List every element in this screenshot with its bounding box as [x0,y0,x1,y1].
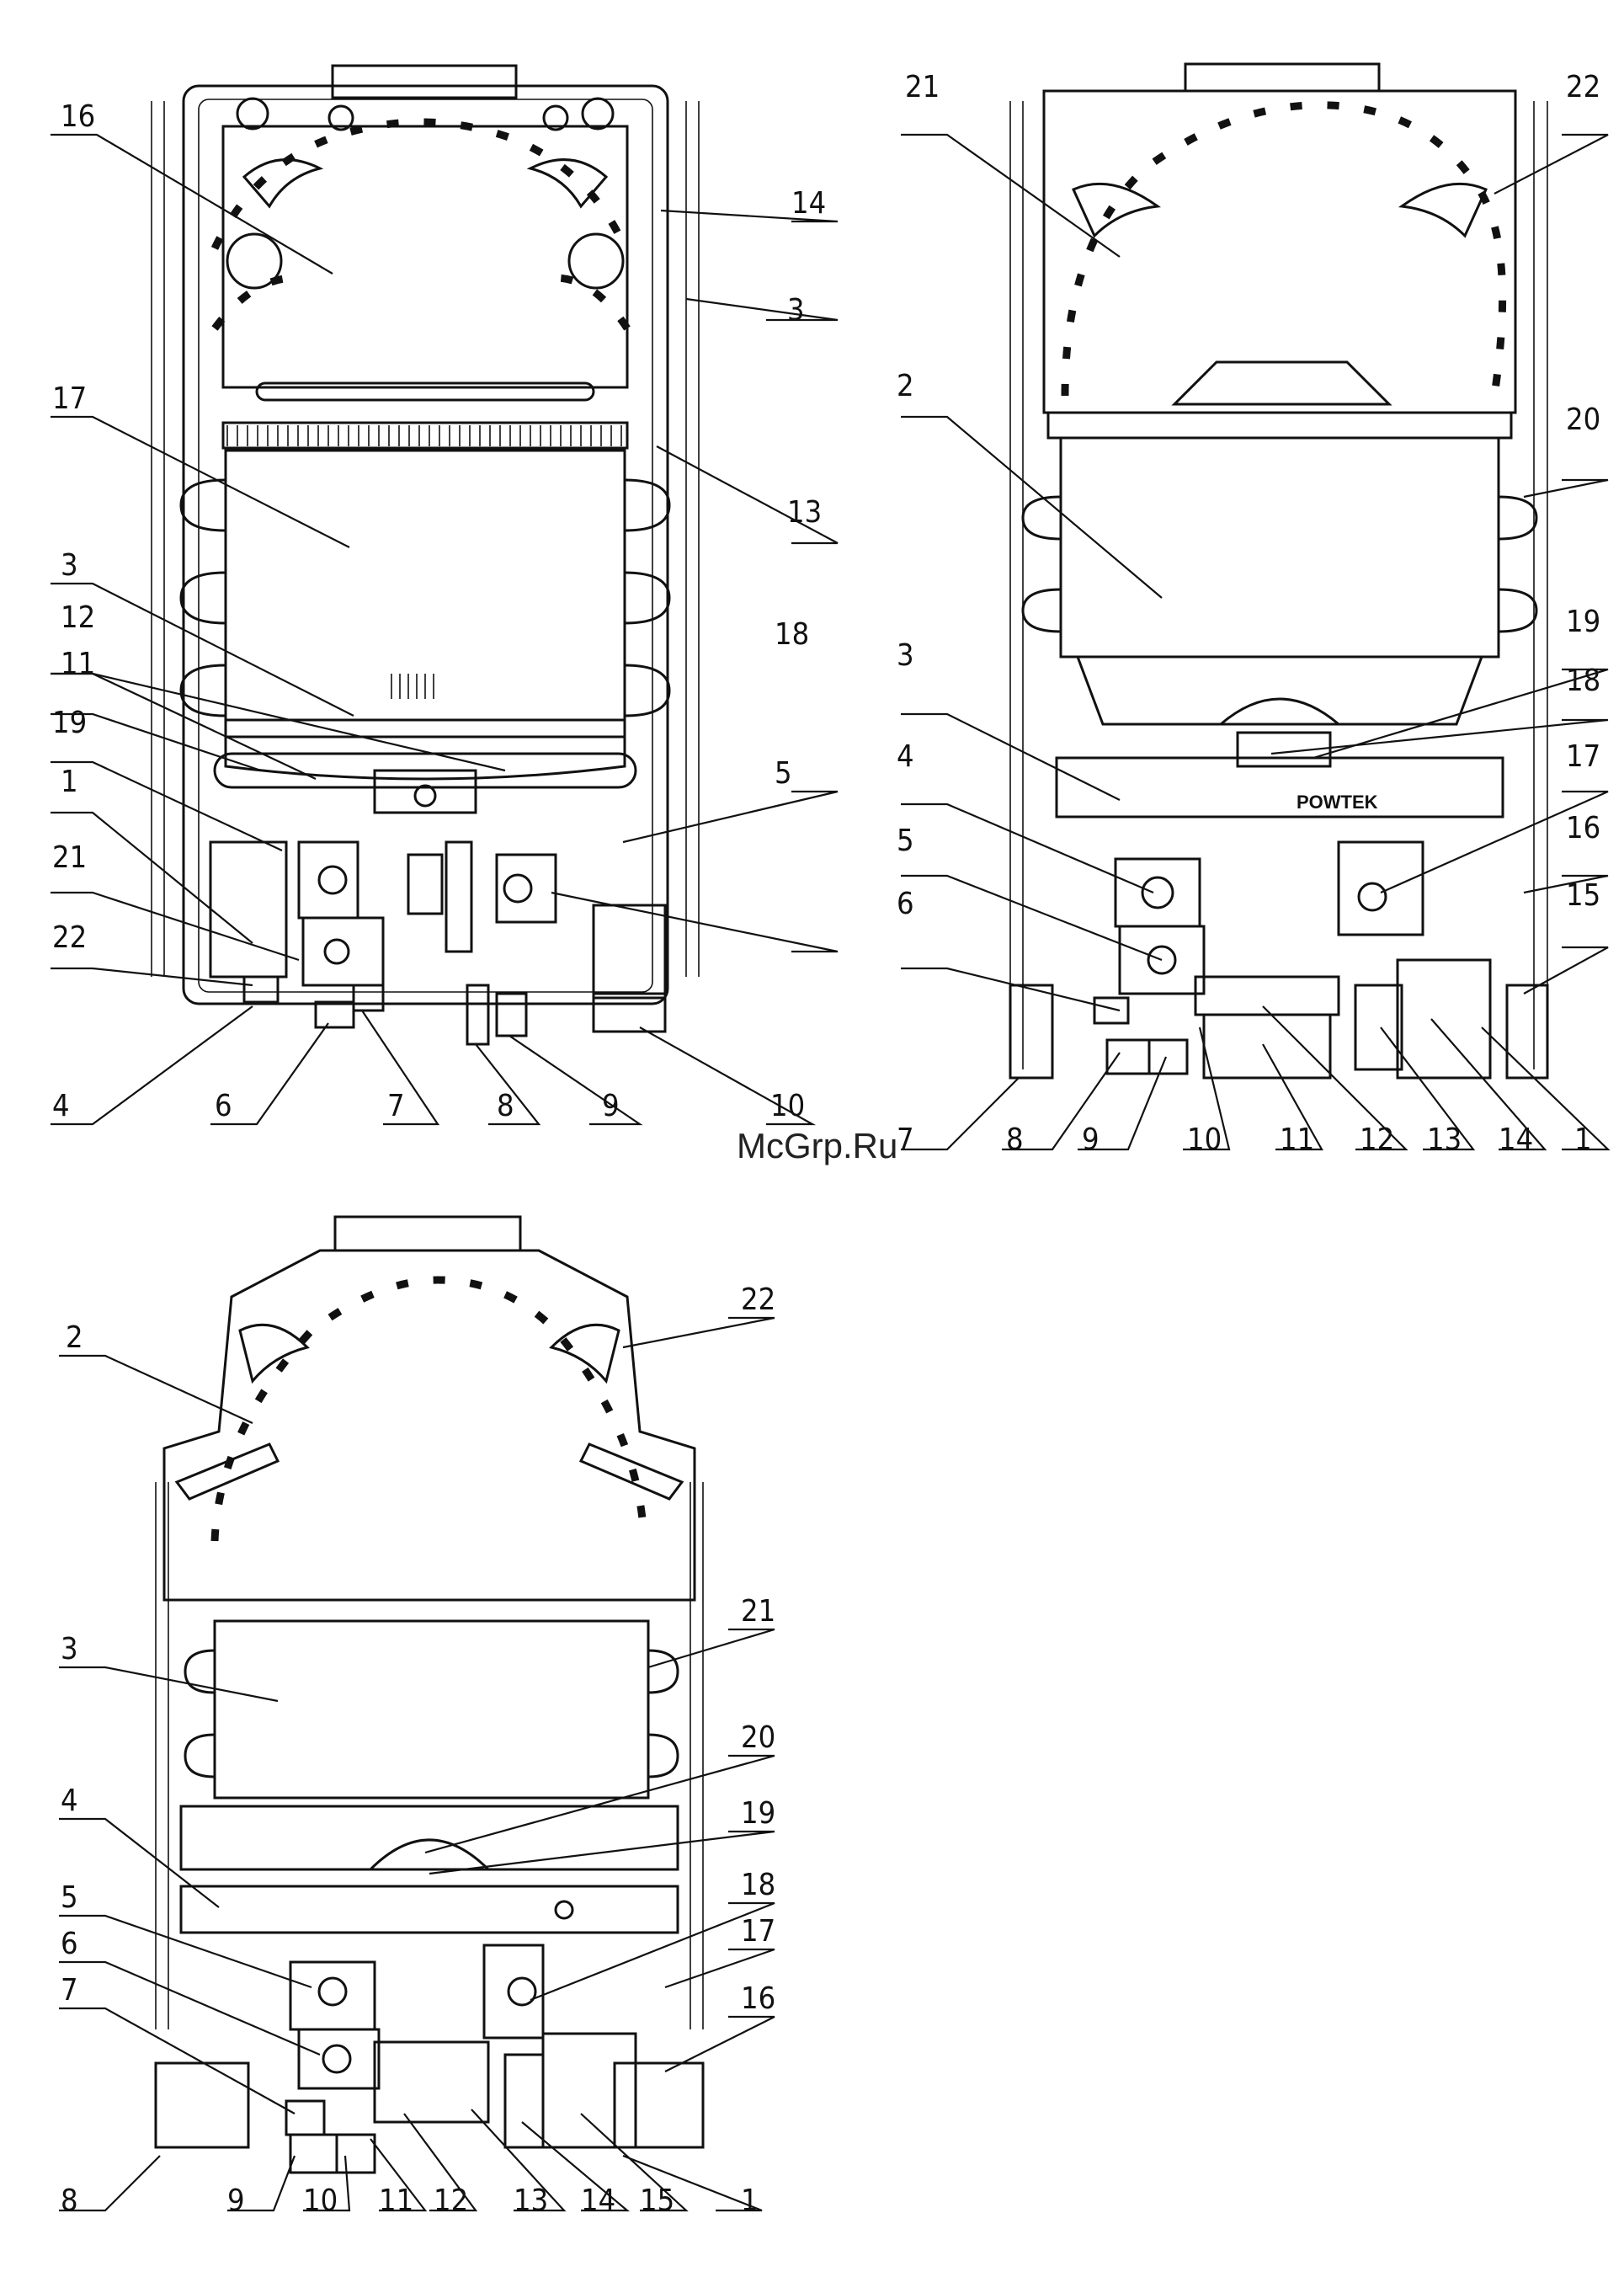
callout-label: 5 [897,824,914,858]
callout-label: 1 [1574,1123,1592,1157]
callout-label: 21 [905,70,940,104]
diagram-top-right: POWTEK [1010,64,1547,1078]
callout-label: 11 [379,2184,413,2218]
callout-label: 17 [52,381,87,416]
callout-label: 4 [61,1784,78,1818]
callout-label: 12 [61,600,95,635]
callout-label: 16 [741,1981,775,2016]
callout-label: 9 [1082,1123,1100,1157]
callout-label: 2 [66,1320,83,1355]
callout-label: 12 [1360,1123,1394,1157]
callout-label: 6 [215,1089,232,1123]
brand-plate: POWTEK [1297,792,1378,813]
callout-label: 20 [741,1720,775,1755]
callout-label: 19 [52,706,87,740]
callout-label: 22 [1566,70,1600,104]
callout-label: 6 [897,887,914,921]
callout-label: 4 [52,1089,70,1123]
callout-label: 3 [787,293,805,328]
callout-label: 6 [61,1927,78,1961]
callout-label: 8 [1006,1123,1024,1157]
callout-label: 14 [1499,1123,1533,1157]
callout-label: 17 [741,1914,775,1949]
callout-label: 10 [1187,1123,1222,1157]
callout-label: 13 [1427,1123,1462,1157]
callout-label: 15 [1566,878,1600,913]
callout-label: 18 [741,1868,775,1902]
callout-label: 22 [741,1282,775,1317]
callout-labels-top-left: 16 14 3 17 13 3 18 12 11 19 5 1 21 22 4 … [52,99,826,1123]
callout-label: 3 [61,1632,78,1666]
callout-label: 10 [303,2184,338,2218]
callout-label: 12 [434,2184,468,2218]
callout-label: 19 [741,1796,775,1831]
callout-label: 11 [61,647,95,681]
callout-label: 8 [497,1089,514,1123]
callout-label: 7 [61,1973,78,2008]
callout-label: 21 [52,840,87,875]
callout-label: 19 [1566,605,1600,639]
callout-label: 13 [787,495,822,530]
callout-label: 14 [581,2184,615,2218]
callout-label: 15 [640,2184,674,2218]
callout-label: 16 [1566,811,1600,845]
leader-lines [51,135,1608,2210]
callout-label: 1 [741,2184,759,2218]
callout-label: 9 [227,2184,245,2218]
diagram-top-left [152,66,699,1044]
watermark: McGrp.Ru [737,1126,897,1165]
callout-label: 9 [602,1089,620,1123]
callout-label: 18 [775,617,809,652]
callout-label: 11 [1280,1123,1314,1157]
callout-label: 18 [1566,664,1600,698]
callout-label: 4 [897,739,914,774]
callout-label: 2 [897,369,914,403]
callout-label: 17 [1566,739,1600,774]
callout-label: 16 [61,99,95,134]
callout-label: 1 [61,765,78,799]
callout-label: 10 [770,1089,805,1123]
callout-label: 7 [387,1089,405,1123]
callout-label: 21 [741,1594,775,1629]
callout-label: 22 [52,920,87,955]
callout-label: 5 [61,1880,78,1915]
callout-label: 3 [897,638,914,673]
callout-label: 3 [61,548,78,583]
callout-label: 8 [61,2184,78,2218]
callout-label: 14 [791,186,826,221]
callout-label: 5 [775,756,792,791]
diagram-bottom [156,1217,703,2173]
callout-label: 20 [1566,403,1600,437]
callout-label: 7 [897,1123,914,1157]
callout-label: 13 [514,2184,548,2218]
